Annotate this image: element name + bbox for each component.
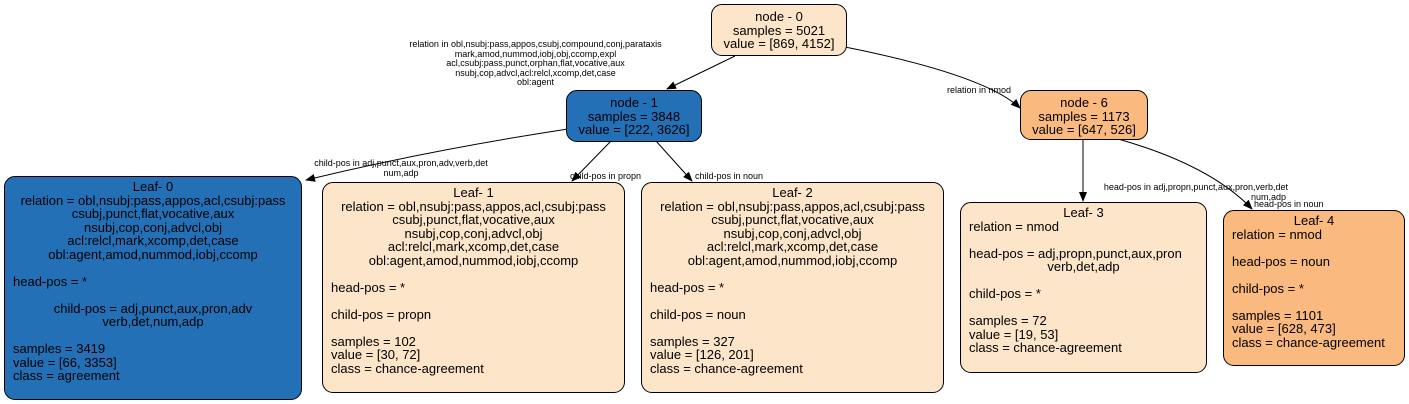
leaf-title: Leaf- 3	[1063, 205, 1104, 220]
edge-label-node0-node6: relation in nmod	[947, 85, 1012, 96]
leaf-relation-line: csubj,punct,flat,vocative,aux	[71, 206, 235, 221]
edge-label-line: head-pos in noun	[1254, 199, 1324, 209]
node-title: node - 6	[1060, 95, 1108, 110]
leaf-4: Leaf- 4 relation = nmod head-pos = noun …	[1223, 210, 1405, 366]
edge-node1-leaf0	[305, 128, 569, 182]
leaf-head-pos: head-pos = *	[13, 273, 88, 289]
leaf-samples: samples = 3419	[13, 341, 106, 356]
node-6: node - 6 samples = 1173 value = [647, 52…	[1020, 90, 1148, 140]
edge-label-node6-leaf4: head-pos in noun	[1254, 199, 1324, 210]
node-title: node - 1	[610, 95, 658, 110]
leaf-samples: samples = 102	[331, 333, 416, 349]
leaf-value: value = [66, 3353]	[13, 354, 117, 370]
edge-label-node0-node1: relation in obl,nsubj:pass,appos,csubj,c…	[393, 39, 678, 88]
leaf-head-pos-line: head-pos = adj,propn,punct,aux,pron	[969, 245, 1182, 261]
leaf-head-pos: head-pos = *	[331, 279, 406, 295]
edge-label-node6-leaf3: head-pos in adj,propn,punct,aux,pron,ver…	[1083, 182, 1288, 202]
leaf-value: value = [126, 201]	[650, 347, 754, 362]
edge-label-line: nsubj,cop,advcl,acl:relcl,xcomp,det,case	[455, 67, 616, 78]
node-value: value = [222, 3626]	[578, 122, 690, 137]
leaf-relation-line: csubj,punct,flat,vocative,aux	[392, 212, 555, 227]
leaf-head-pos: head-pos = noun	[1232, 253, 1330, 269]
leaf-child-pos: child-pos = noun	[650, 306, 746, 322]
edge-label-line: num,adp	[1250, 191, 1286, 202]
edge-node6-leaf4	[1117, 138, 1253, 210]
leaf-title: Leaf- 2	[772, 185, 813, 200]
edge-label-line: child-pos in adj,punct,aux,pron,adv,verb…	[314, 158, 488, 168]
node-samples: samples = 3848	[587, 108, 681, 124]
node-0: node - 0 samples = 5021 value = [869, 41…	[711, 4, 847, 56]
leaf-relation-line: obl:agent,amod,nummod,iobj,ccomp	[368, 252, 579, 268]
leaf-relation: relation = nmod	[1232, 226, 1322, 242]
leaf-relation-line: acl:relcl,mark,xcomp,det,case	[67, 233, 239, 248]
leaf-relation-line: nsubj,cop,conj,advcl,obj	[404, 225, 543, 241]
leaf-title: Leaf- 4	[1293, 213, 1335, 228]
leaf-relation-line: relation = obl,nsubj:pass,appos,acl,csub…	[20, 192, 286, 208]
leaf-child-pos: child-pos = *	[1232, 280, 1304, 296]
node-title: node - 0	[755, 9, 803, 24]
leaf-relation-line: acl:relcl,mark,xcomp,det,case	[706, 239, 879, 254]
leaf-value: value = [628, 473]	[1232, 321, 1336, 336]
leaf-child-pos-line: child-pos = adj,punct,aux,pron,adv	[53, 300, 253, 316]
edge-label-node1-leaf0: child-pos in adj,punct,aux,pron,adv,verb…	[303, 158, 499, 178]
node-value: value = [869, 4152]	[723, 36, 835, 51]
leaf-class: class = agreement	[13, 368, 120, 383]
leaf-samples: samples = 327	[650, 333, 735, 349]
leaf-1: Leaf- 1 relation = obl,nsubj:pass,appos,…	[322, 182, 625, 393]
node-1: node - 1 samples = 3848 value = [222, 36…	[566, 90, 702, 142]
edge-node1-leaf1	[571, 140, 612, 182]
leaf-head-pos: head-pos = *	[650, 279, 725, 295]
leaf-child-pos-line: verb,det,num,adp	[102, 314, 204, 329]
leaf-value: value = [30, 72]	[331, 347, 421, 362]
edge-label-node1-leaf2: child-pos in noun	[695, 171, 764, 182]
leaf-relation-line: acl:relcl,mark,xcomp,det,case	[387, 239, 560, 254]
leaf-class: class = chance-agreement	[1232, 334, 1385, 350]
leaf-relation-line: relation = obl,nsubj:pass,appos,acl,csub…	[341, 198, 606, 214]
leaf-samples: samples = 1101	[1232, 307, 1324, 323]
edge-node1-leaf2	[655, 140, 693, 182]
leaf-relation: relation = nmod	[969, 218, 1059, 234]
node-value: value = [647, 526]	[1032, 122, 1136, 137]
edge-node0-node6	[844, 46, 1021, 109]
edge-label-line: head-pos in adj,propn,punct,aux,pron,ver…	[1103, 182, 1288, 192]
leaf-relation-line: obl:agent,amod,nummod,iobj,ccomp	[687, 252, 898, 268]
leaf-class: class = chance-agreement	[650, 360, 803, 376]
edge-label-line: obl:agent	[516, 77, 555, 87]
edge-label-line: child-pos in propn	[570, 171, 642, 181]
leaf-relation-line: nsubj,cop,conj,advcl,obj	[723, 225, 862, 241]
edge-label-line: child-pos in noun	[695, 171, 764, 181]
leaf-value: value = [19, 53]	[969, 326, 1059, 342]
node-samples: samples = 5021	[732, 22, 826, 38]
leaf-2: Leaf- 2 relation = obl,nsubj:pass,appos,…	[641, 182, 944, 393]
leaf-relation-line: csubj,punct,flat,vocative,aux	[711, 212, 874, 227]
edge-label-line: num,adp	[383, 167, 419, 178]
leaf-child-pos: child-pos = *	[969, 286, 1041, 301]
edge-label-line: mark,amod,nummod,iobj,obj,ccomp,expl	[454, 48, 617, 59]
leaf-3: Leaf- 3 relation = nmod head-pos = adj,p…	[960, 202, 1207, 373]
node-samples: samples = 1173	[1038, 108, 1130, 124]
leaf-0: Leaf- 0 relation = obl,nsubj:pass,appos,…	[4, 176, 302, 400]
leaf-child-pos: child-pos = propn	[331, 306, 432, 322]
leaf-samples: samples = 72	[969, 313, 1047, 328]
edge-label-line: relation in nmod	[947, 85, 1012, 95]
edge-node0-node1	[666, 55, 736, 90]
leaf-head-pos-line: verb,det,adp	[1047, 259, 1120, 274]
edge-label-line: acl,csubj:pass,punct,orphan,flat,vocativ…	[446, 58, 625, 68]
leaf-relation-line: obl:agent,amod,nummod,iobj,ccomp	[48, 246, 258, 262]
leaf-relation-line: nsubj,cop,conj,advcl,obj	[83, 219, 223, 235]
leaf-class: class = chance-agreement	[331, 360, 484, 376]
edge-label-node1-leaf1: child-pos in propn	[570, 171, 642, 182]
leaf-title: Leaf- 1	[453, 185, 494, 200]
leaf-class: class = chance-agreement	[969, 340, 1122, 355]
leaf-title: Leaf- 0	[132, 179, 174, 194]
edge-label-line: relation in obl,nsubj:pass,appos,csubj,c…	[409, 39, 662, 49]
leaf-relation-line: relation = obl,nsubj:pass,appos,acl,csub…	[660, 198, 925, 214]
